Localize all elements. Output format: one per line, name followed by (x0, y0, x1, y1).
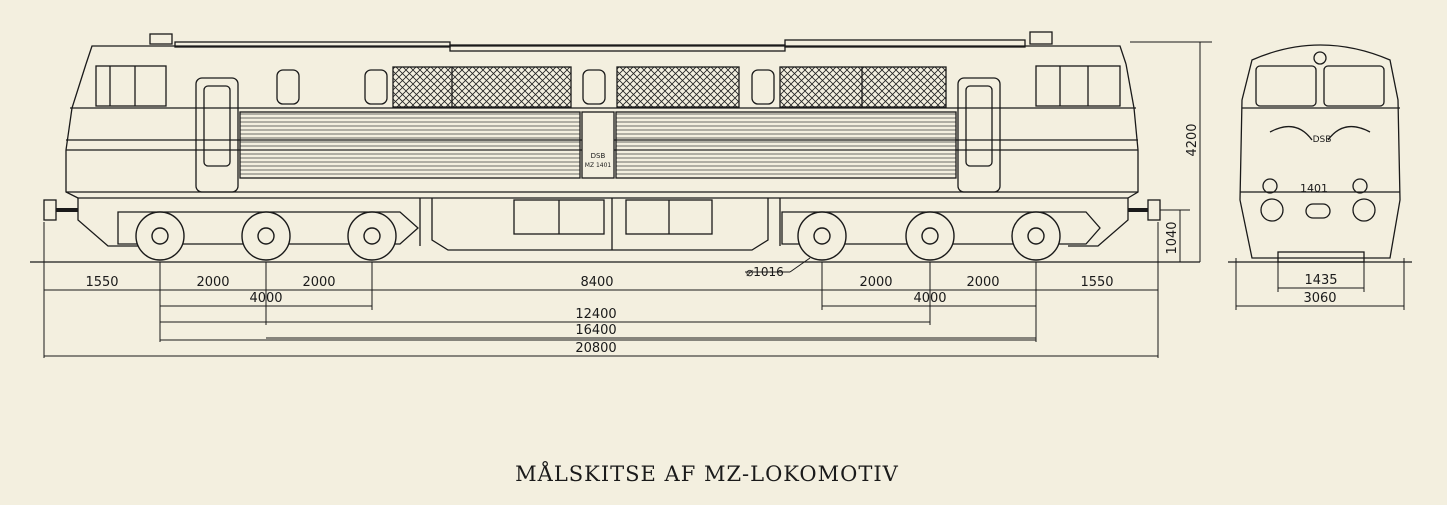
wheel-diameter-callout (745, 257, 811, 273)
side-dimension-labels: 1550 2000 2000 8400 2000 2000 1550 4000 … (85, 275, 1113, 356)
side-view (30, 31, 1200, 263)
front-buffer-right (1352, 198, 1376, 222)
porthole-window-1 (276, 69, 300, 105)
dim-12400: 12400 (575, 307, 616, 322)
dim-width-3060: 3060 (1303, 291, 1336, 306)
dim-4000-left: 4000 (249, 291, 282, 306)
wheel-3-hub (363, 227, 381, 245)
cab-window-left (95, 65, 167, 107)
dim-1550-left: 1550 (85, 275, 118, 290)
dim-2000-c: 2000 (859, 275, 892, 290)
front-bogie (1277, 251, 1365, 263)
front-headlight-top (1313, 51, 1327, 65)
dim-16400: 16400 (575, 323, 616, 338)
cab-window-right (1035, 65, 1121, 107)
dim-20800: 20800 (575, 341, 616, 356)
wheel-6-hub (1027, 227, 1045, 245)
air-grille-3 (779, 66, 947, 108)
cab-nose-right (1125, 63, 1139, 199)
skirt-right (1068, 198, 1129, 247)
dim-height-1040: 1040 (1165, 221, 1180, 254)
ribbed-panel-right (615, 111, 957, 179)
height-dimension-lines (1130, 41, 1212, 262)
wheel-5-hub (921, 227, 939, 245)
wheel-2-hub (257, 227, 275, 245)
fuel-tank (431, 198, 769, 251)
cab-nose-left (65, 63, 87, 199)
cab-door-right (957, 77, 1001, 193)
diagram-caption: MÅLSKITSE AF MZ-LOKOMOTIV (515, 462, 899, 486)
emblem-panel (581, 111, 615, 179)
air-grille-2 (616, 66, 740, 108)
air-grille-1 (392, 66, 572, 108)
front-window-left (1255, 65, 1317, 107)
cab-door-left (195, 77, 239, 193)
porthole-window-2 (364, 69, 388, 105)
dim-gauge-1435: 1435 (1304, 273, 1337, 288)
dim-height-4200: 4200 (1185, 123, 1200, 156)
front-emblem-text: DSB (1313, 135, 1332, 145)
front-coupler (1305, 203, 1331, 219)
front-emblem-wings (1269, 125, 1371, 141)
roof-hatch-center (449, 44, 786, 52)
front-lamp-right (1352, 178, 1368, 194)
wheel-1-hub (151, 227, 169, 245)
bogie-left-frame (117, 211, 419, 245)
porthole-window-3 (582, 69, 606, 105)
side-loco-marking: DSB (591, 152, 606, 160)
front-loco-number: 1401 (1300, 182, 1328, 195)
front-body-outline (1239, 44, 1401, 259)
wheel-diameter-label: ⌀1016 (746, 265, 784, 279)
horn-left (149, 33, 173, 45)
wheel-4-hub (813, 227, 831, 245)
dim-4000-right: 4000 (913, 291, 946, 306)
dim-1550-right: 1550 (1080, 275, 1113, 290)
roof-hatch-right (784, 39, 1026, 48)
horn-right (1029, 31, 1053, 45)
front-buffer-left (1260, 198, 1284, 222)
roof-line (85, 45, 1127, 65)
dim-8400: 8400 (580, 275, 613, 290)
side-loco-number: MZ 1401 (585, 162, 612, 169)
skirt-left (77, 198, 140, 247)
buffer-right-head (1147, 199, 1161, 221)
front-view (1228, 44, 1412, 263)
front-lamp-left (1262, 178, 1278, 194)
dim-2000-d: 2000 (966, 275, 999, 290)
porthole-window-4 (751, 69, 775, 105)
front-dimension-lines (1235, 258, 1405, 310)
dim-2000-b: 2000 (302, 275, 335, 290)
dim-2000-a: 2000 (196, 275, 229, 290)
buffer-left-head (43, 199, 57, 221)
side-dimension-lines (43, 222, 1159, 358)
front-window-right (1323, 65, 1385, 107)
ribbed-panel-left (239, 111, 581, 179)
wheels (135, 211, 1061, 261)
